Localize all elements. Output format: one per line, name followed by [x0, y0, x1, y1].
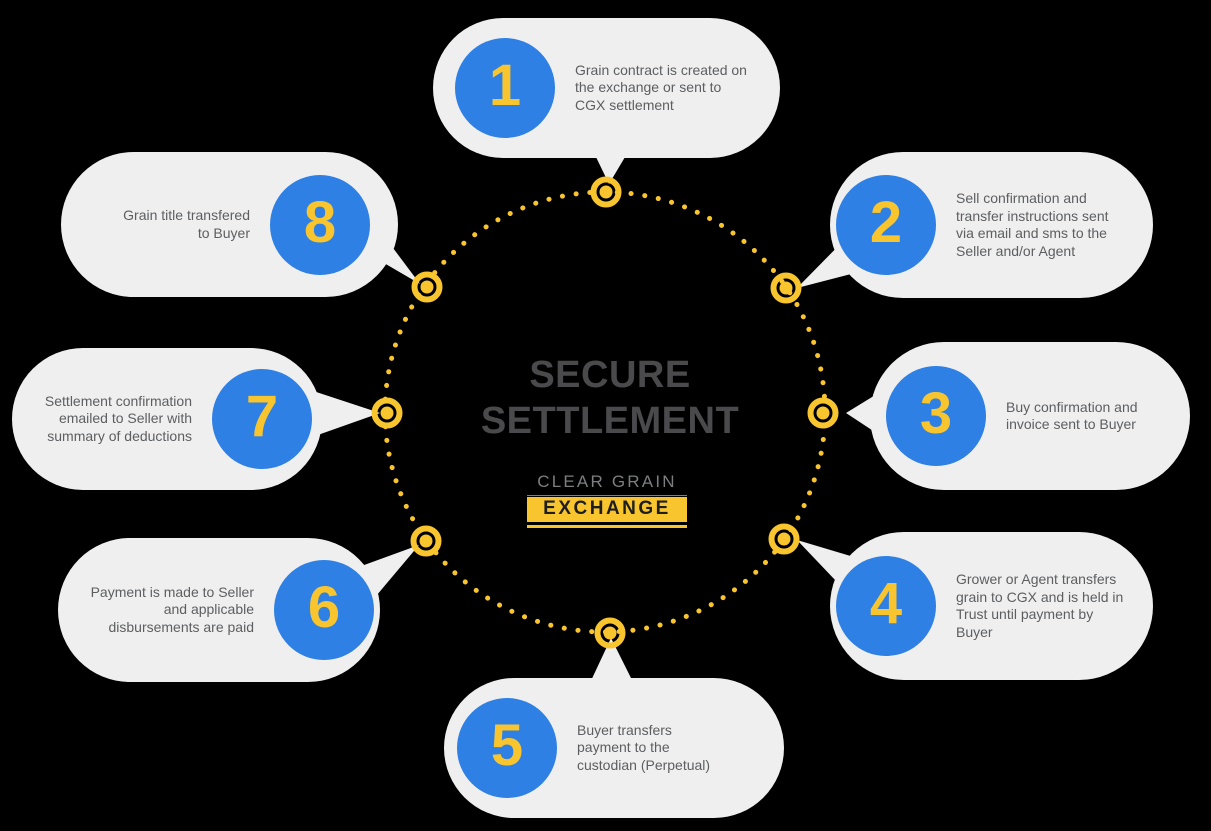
step-8-number: 8 [303, 189, 337, 255]
step-5-text: Buyer transfers payment to the custodian… [577, 721, 711, 773]
step-1-text: Grain contract is created on the exchang… [575, 61, 747, 113]
cycle-node-icon [371, 397, 403, 429]
step-6-text: Payment is made to Seller and applicable… [90, 583, 254, 635]
cycle-node-icon [768, 523, 800, 555]
step-8-number-circle: 8 [270, 174, 370, 275]
cycle-node-icon [770, 272, 802, 304]
step-3-text: Buy confirmation and invoice sent to Buy… [1006, 398, 1138, 433]
logo-clear-grain-text: CLEAR GRAIN [527, 472, 687, 496]
step-2-text: Sell confirmation and transfer instructi… [956, 190, 1109, 259]
step-bubble-5: 5 Buyer transfers payment to the custodi… [444, 678, 784, 818]
step-bubble-4: 4 Grower or Agent transfers grain to CGX… [830, 532, 1153, 680]
step-5-number: 5 [490, 713, 524, 778]
cycle-node-icon [410, 525, 442, 557]
cycle-node-icon [411, 271, 443, 303]
diagram-title: SECURE SETTLEMENT [480, 354, 740, 442]
step-4-text: Grower or Agent transfers grain to CGX a… [956, 571, 1124, 640]
step-bubble-8: 8 Grain title transfered to Buyer [61, 152, 398, 297]
step-2-number-circle: 2 [836, 175, 936, 275]
step-5-number-circle: 5 [457, 698, 557, 798]
cycle-node-icon [594, 617, 626, 649]
clear-grain-exchange-logo: CLEAR GRAIN EXCHANGE [527, 472, 687, 528]
step-bubble-6: 6 Payment is made to Seller and applicab… [58, 538, 380, 682]
step-7-number-circle: 7 [212, 369, 312, 469]
step-3-number-circle: 3 [886, 366, 986, 466]
step-4-number: 4 [869, 571, 903, 636]
step-6-number-circle: 6 [274, 560, 374, 660]
step-8-text: Grain title transfered to Buyer [123, 207, 250, 241]
step-2-number: 2 [869, 190, 903, 255]
step-3-number: 3 [919, 381, 953, 446]
step-4-number-circle: 4 [836, 556, 936, 656]
step-bubble-2: 2 Sell confirmation and transfer instruc… [830, 152, 1153, 298]
cycle-node-icon [807, 397, 839, 429]
step-bubble-7: 7 Settlement confirmation emailed to Sel… [12, 348, 322, 490]
step-1-number: 1 [488, 53, 522, 118]
step-1-number-circle: 1 [455, 38, 555, 138]
step-bubble-3: 3 Buy confirmation and invoice sent to B… [870, 342, 1190, 490]
logo-exchange-text: EXCHANGE [527, 497, 687, 522]
step-6-number: 6 [307, 575, 341, 640]
logo-underline [527, 525, 687, 528]
step-7-text: Settlement confirmation emailed to Selle… [44, 392, 192, 444]
step-bubble-1: 1 Grain contract is created on the excha… [433, 18, 780, 158]
step-7-number: 7 [245, 384, 279, 449]
cycle-node-icon [590, 176, 622, 208]
